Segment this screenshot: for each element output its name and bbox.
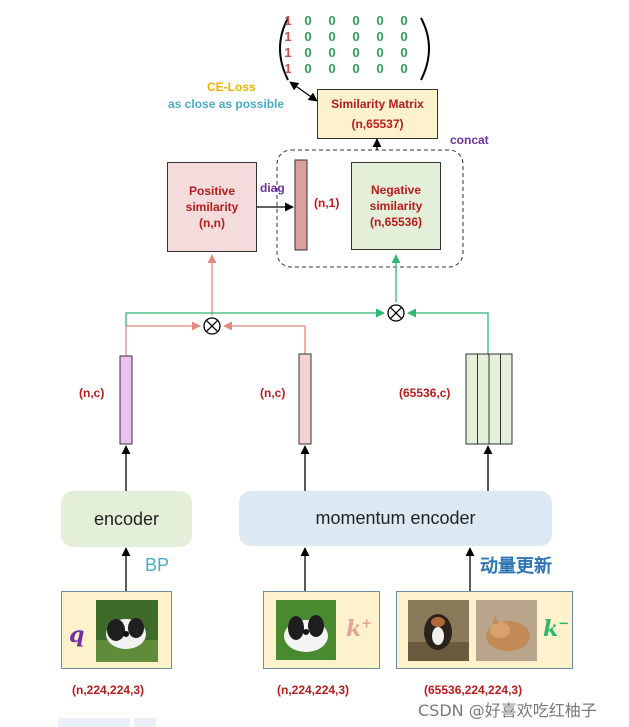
positive-label-1: Positive [188,184,236,198]
matrix-cell: 0 [304,61,312,76]
matrix-cell: 0 [304,45,312,60]
kneg-symbol: k− [543,616,570,642]
negative-similarity-box: Negative similarity (n,65536) [351,162,441,250]
concat-label: concat [450,133,489,147]
matrix-cell: 1 [284,45,292,60]
matrix-cell: 0 [352,45,360,60]
matrix-cell: 0 [400,29,408,44]
kpos-to-pos-line [223,321,306,354]
q-feature-bar [119,355,133,445]
negative-label-1: Negative [370,183,422,197]
ce-loss-arrow [289,81,318,102]
q-input-box: q [61,591,172,669]
kpos-feature-bar [298,353,312,445]
matrix-cell: 1 [284,61,292,76]
matrix-cell: 0 [304,29,312,44]
matrix-cell: 0 [400,61,408,76]
q-symbol: q [69,622,85,648]
matrix-cell: 0 [400,45,408,60]
ce-loss-subtitle: as close as possible [168,97,285,111]
encoder-label: encoder [93,508,160,529]
q-feature-shape: (n,c) [79,386,105,400]
pos-multiply-icon [203,317,221,335]
matrix-cell: 0 [376,29,384,44]
kpos-input-shape: (n,224,224,3) [277,683,350,697]
matrix-right-paren [420,17,430,81]
matrix-cell: 0 [376,45,384,60]
kpos-feature-shape: (n,c) [260,386,286,400]
momentum-encoder-box: momentum encoder [239,491,552,546]
kpos-symbol: k+ [346,616,373,642]
matrix-cell: 0 [352,61,360,76]
queue-shape: (65536,c) [399,386,451,400]
bp-label: BP [145,555,170,575]
positive-similarity-box: Positive similarity (n,n) [167,162,257,252]
matrix-cell: 0 [304,13,312,28]
matrix-cell: 0 [376,61,384,76]
decorative-strip [58,718,130,727]
queue-to-neg-line [407,308,489,354]
diag-label: diag [260,181,285,195]
similarity-matrix-box: Similarity Matrix (n,65537) [317,89,438,139]
matrix-cell: 0 [328,61,336,76]
q-input-shape: (n,224,224,3) [72,683,145,697]
matrix-cell: 0 [400,13,408,28]
positive-label-2: similarity [185,200,239,214]
matrix-cell: 0 [376,13,384,28]
kneg-input-shape: (65536,224,224,3) [424,683,523,697]
matrix-cell: 0 [352,13,360,28]
matrix-cell: 0 [328,29,336,44]
positive-shape: (n,n) [199,216,225,230]
matrix-cell: 1 [284,13,292,28]
decorative-strip [134,718,156,727]
kneg-dog-image [408,600,469,661]
momentum-update-label: 动量更新 [480,556,552,577]
matrix-cell: 0 [328,13,336,28]
similarity-matrix-title: Similarity Matrix [331,97,424,111]
neg-multiply-icon [387,304,405,322]
matrix-left-paren [279,17,289,81]
kneg-input-box: k− [396,591,573,669]
momentum-encoder-label: momentum encoder [315,508,476,528]
q-dog-image [96,600,158,662]
q-to-neg-line [125,308,385,326]
kpos-dog-image [276,600,336,660]
q-to-pos-line [125,321,201,356]
queue-bars [465,353,513,445]
similarity-matrix-shape: (n,65537) [351,117,404,131]
matrix-cell: 1 [284,29,292,44]
negative-label-2: similarity [369,199,423,213]
diag-vector-bar [294,159,308,251]
kneg-cat-image [476,600,537,661]
negative-shape: (n,65536) [369,215,423,229]
kpos-input-box: k+ [263,591,380,669]
concat-group-box [276,149,464,268]
matrix-cell: 0 [328,45,336,60]
diag-shape-label: (n,1) [314,196,340,210]
encoder-box: encoder [61,491,192,547]
ce-loss-label: CE-Loss [207,80,256,94]
watermark: CSDN @好喜欢吃红柚子 [418,701,597,720]
matrix-cell: 0 [352,29,360,44]
